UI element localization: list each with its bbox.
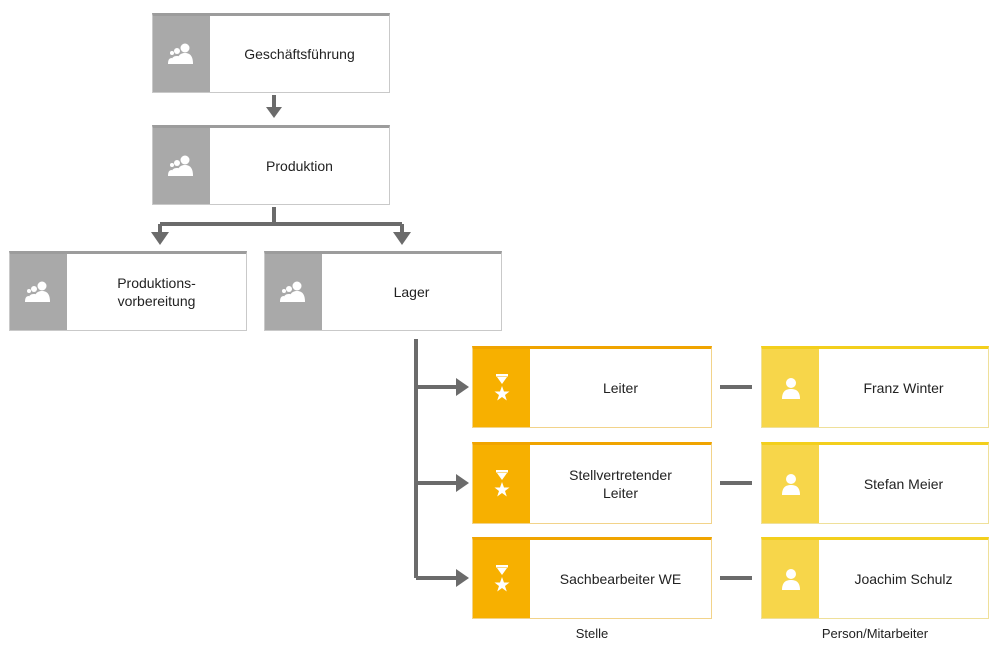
role-node[interactable]: Stellvertretender Leiter [472, 442, 712, 524]
group-icon [265, 254, 322, 330]
arrowhead-production [266, 107, 282, 118]
org-unit-label: Lager [393, 284, 430, 300]
arrowhead-role-1 [456, 378, 469, 396]
org-unit-label: Produktions- vorbereitung [117, 275, 196, 309]
person-label: Joachim Schulz [854, 571, 953, 587]
position-star-icon [473, 540, 530, 618]
group-icon [10, 254, 67, 330]
arrowhead-role-3 [456, 569, 469, 587]
group-icon [153, 16, 210, 92]
role-node[interactable]: Sachbearbeiter WE [472, 537, 712, 619]
org-unit-production-prep[interactable]: Produktions- vorbereitung [9, 251, 247, 331]
group-icon [153, 128, 210, 204]
person-label: Franz Winter [863, 380, 944, 396]
role-label: Sachbearbeiter WE [559, 571, 682, 587]
person-icon [762, 540, 819, 618]
position-star-icon [473, 349, 530, 427]
role-label: Stellvertretender Leiter [569, 467, 672, 501]
role-label: Leiter [602, 380, 639, 396]
org-unit-warehouse[interactable]: Lager [264, 251, 502, 331]
column-label-roles: Stelle [575, 626, 609, 641]
arrowhead-production-prep [151, 232, 169, 245]
person-label: Stefan Meier [863, 476, 944, 492]
org-unit-management[interactable]: Geschäftsführung [152, 13, 390, 93]
position-star-icon [473, 445, 530, 523]
column-label-persons: Person/Mitarbeiter [821, 626, 929, 641]
person-node[interactable]: Franz Winter [761, 346, 989, 428]
arrowhead-warehouse [393, 232, 411, 245]
org-unit-production[interactable]: Produktion [152, 125, 390, 205]
person-node[interactable]: Joachim Schulz [761, 537, 989, 619]
org-unit-label: Geschäftsführung [244, 46, 355, 62]
person-icon [762, 445, 819, 523]
role-node[interactable]: Leiter [472, 346, 712, 428]
arrowhead-role-2 [456, 474, 469, 492]
person-icon [762, 349, 819, 427]
org-unit-label: Produktion [266, 158, 333, 174]
person-node[interactable]: Stefan Meier [761, 442, 989, 524]
